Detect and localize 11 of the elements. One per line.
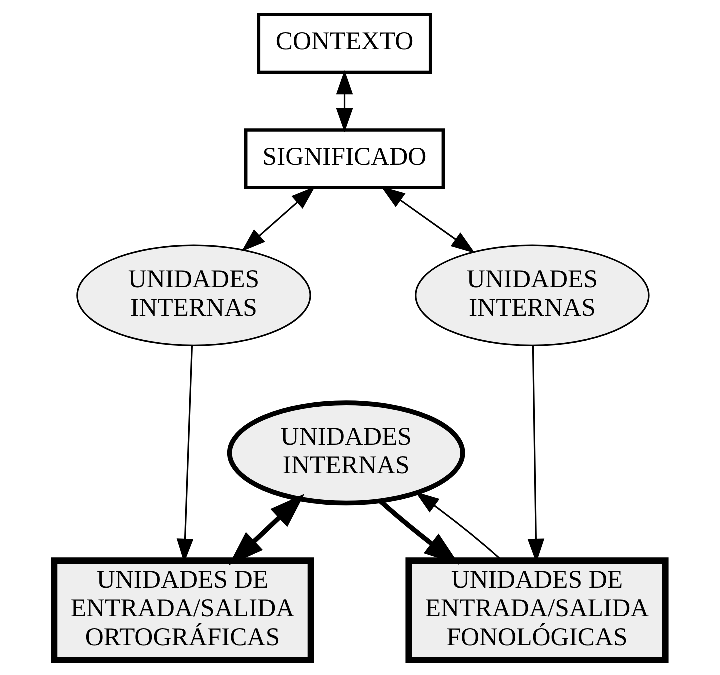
arrow [381,186,476,254]
node-ellipse: UNIDADES INTERNAS [76,244,312,346]
node-box: CONTEXTO [257,13,432,74]
node-box: SIGNIFICADO [244,128,446,190]
node-box: UNIDADES DE ENTRADA/SALIDA FONOLÓGICAS [406,558,669,664]
arrow [228,494,305,566]
node-ellipse: UNIDADES INTERNAS [227,400,466,506]
arrow [336,70,354,132]
node-box: UNIDADES DE ENTRADA/SALIDA ORTOGRÁFICAS [51,558,314,664]
arrow [242,186,316,252]
node-ellipse: UNIDADES INTERNAS [415,244,650,346]
